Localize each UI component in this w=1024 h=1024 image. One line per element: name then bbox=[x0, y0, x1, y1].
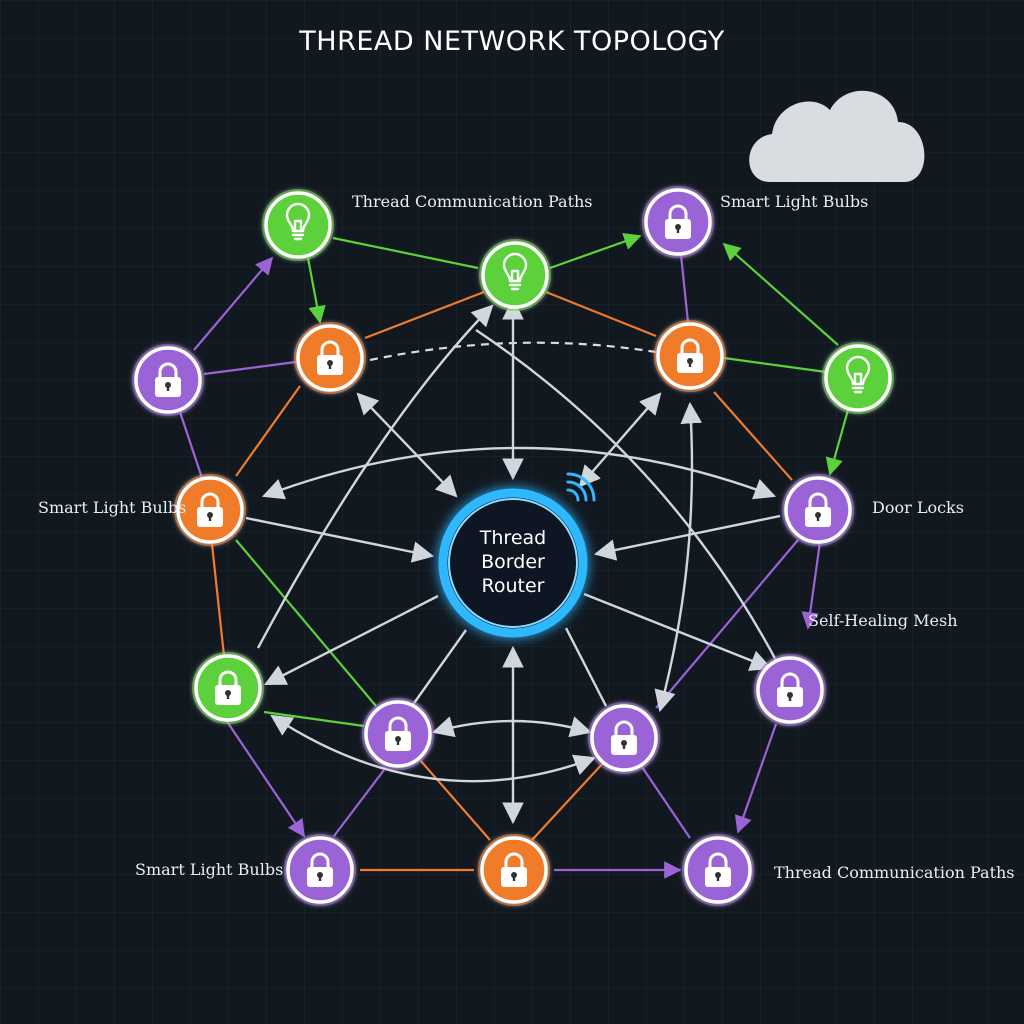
mesh-link bbox=[332, 236, 479, 270]
light-bulb-icon bbox=[845, 355, 871, 394]
purple-device-node bbox=[754, 654, 826, 726]
lock-icon bbox=[385, 716, 411, 751]
router-label: Thread Border Router bbox=[452, 526, 574, 598]
orange-device-node bbox=[478, 834, 550, 906]
thread-border-router bbox=[438, 488, 588, 638]
purple-device-node bbox=[132, 344, 204, 416]
orange-device-node bbox=[174, 474, 246, 546]
mesh-link bbox=[193, 256, 274, 351]
lock-icon bbox=[611, 720, 637, 755]
data-arrow bbox=[256, 304, 494, 649]
mesh-link bbox=[639, 763, 691, 839]
mesh-link bbox=[333, 769, 385, 837]
label-smart-light-bulbs-top: Smart Light Bulbs bbox=[720, 192, 869, 211]
mesh-link bbox=[203, 360, 297, 376]
lock-icon bbox=[317, 340, 343, 375]
data-arrow bbox=[578, 392, 662, 488]
label-smart-light-bulbs-bottom: Smart Light Bulbs bbox=[135, 860, 284, 879]
mesh-link bbox=[825, 409, 850, 476]
mesh-link bbox=[801, 541, 822, 630]
mesh-link bbox=[531, 761, 605, 841]
lock-icon bbox=[307, 852, 333, 887]
green-device-node bbox=[822, 342, 894, 414]
label-self-healing-mesh: Self-Healing Mesh bbox=[808, 611, 958, 630]
data-arrow bbox=[564, 627, 608, 707]
mesh-link bbox=[679, 254, 690, 323]
label-thread-communication-paths-bottom: Thread Communication Paths bbox=[774, 863, 1015, 882]
data-arrow bbox=[654, 401, 703, 713]
lock-icon bbox=[501, 852, 527, 887]
mesh-link bbox=[235, 539, 377, 707]
green-device-node bbox=[479, 239, 551, 311]
mesh-link bbox=[419, 759, 491, 841]
lock-icon bbox=[197, 492, 223, 527]
lock-icon bbox=[665, 204, 691, 239]
mesh-link bbox=[734, 723, 778, 834]
label-smart-light-bulbs-left: Smart Light Bulbs bbox=[38, 498, 187, 517]
router-label-line: Router bbox=[481, 575, 545, 597]
data-arrow bbox=[411, 629, 467, 707]
mesh-link bbox=[263, 710, 365, 728]
lock-icon bbox=[677, 338, 703, 373]
lock-icon bbox=[705, 852, 731, 887]
orange-device-node bbox=[294, 322, 366, 394]
router-label-line: Border bbox=[481, 551, 545, 573]
purple-device-node bbox=[682, 834, 754, 906]
lock-icon bbox=[777, 672, 803, 707]
data-arrow bbox=[245, 516, 435, 563]
device-nodes bbox=[132, 186, 894, 906]
mesh-link bbox=[723, 356, 827, 374]
mesh-link bbox=[545, 290, 657, 338]
purple-device-node bbox=[284, 834, 356, 906]
purple-device-node bbox=[642, 186, 714, 258]
lock-icon bbox=[215, 670, 241, 705]
data-arrow bbox=[356, 392, 458, 498]
mesh-link bbox=[235, 385, 301, 477]
green-device-node bbox=[192, 652, 264, 724]
mesh-link bbox=[225, 719, 305, 838]
data-arrow bbox=[261, 446, 777, 500]
light-bulb-icon bbox=[285, 202, 311, 241]
data-arrow bbox=[475, 329, 780, 665]
light-bulb-icon bbox=[502, 252, 528, 291]
page-title: THREAD NETWORK TOPOLOGY bbox=[299, 26, 725, 57]
data-arrows bbox=[245, 297, 781, 825]
purple-device-node bbox=[362, 698, 434, 770]
data-arrow bbox=[264, 594, 439, 686]
purple-device-node bbox=[588, 702, 660, 774]
mesh-link bbox=[210, 543, 226, 657]
green-device-node bbox=[262, 189, 334, 261]
mesh-link bbox=[549, 233, 642, 270]
mesh-link bbox=[713, 391, 793, 481]
router-label-line: Thread bbox=[479, 527, 547, 549]
mesh-link bbox=[364, 290, 485, 340]
purple-device-node bbox=[782, 474, 854, 546]
wifi-signal-icon bbox=[566, 472, 596, 502]
label-thread-communication-paths-top: Thread Communication Paths bbox=[352, 192, 593, 211]
mesh-link bbox=[178, 411, 204, 479]
mesh-link bbox=[722, 242, 839, 346]
orange-device-node bbox=[654, 320, 726, 392]
lock-icon bbox=[155, 362, 181, 397]
mesh-link bbox=[306, 257, 326, 324]
lock-icon bbox=[805, 492, 831, 527]
cloud-icon bbox=[749, 90, 925, 182]
data-arrow bbox=[270, 714, 597, 783]
label-door-locks: Door Locks bbox=[872, 498, 964, 517]
